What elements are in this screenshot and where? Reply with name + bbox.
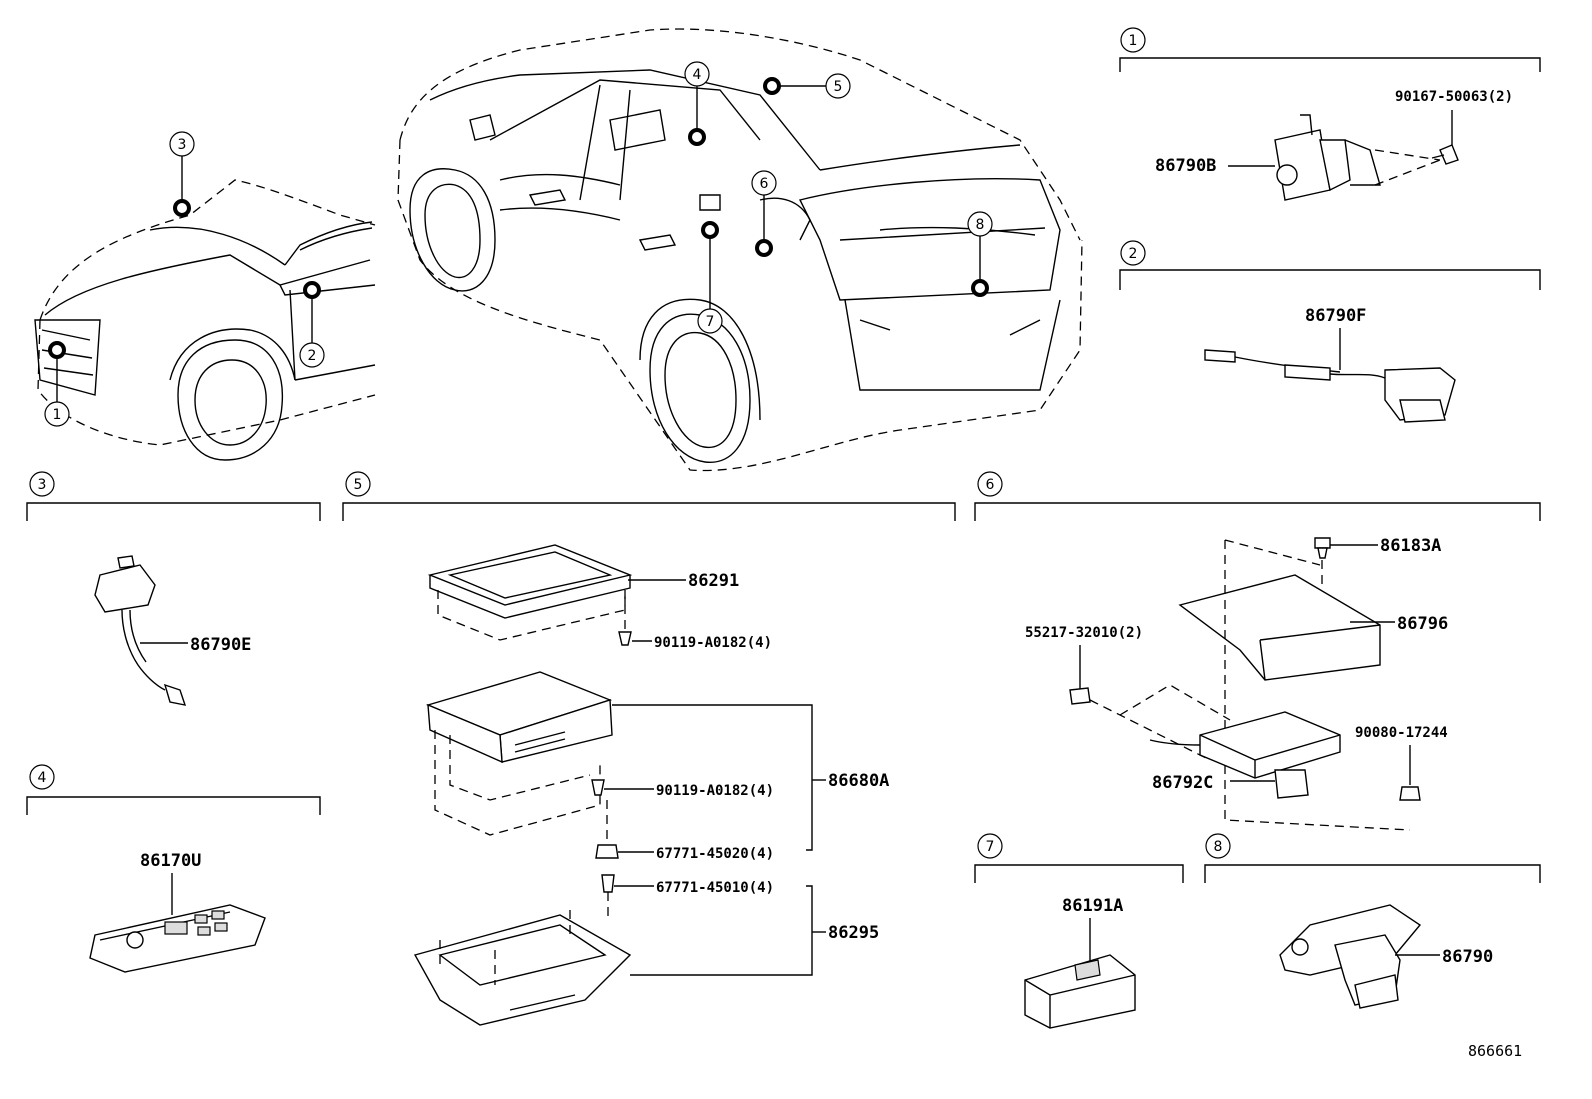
part-label-86790E: 86790E [190, 635, 251, 655]
screw-90119-A0182-upper [618, 590, 632, 646]
part-label-86170U: 86170U [140, 851, 201, 871]
section-7-number: 7 [986, 839, 995, 855]
part-label-86790: 86790 [1442, 947, 1493, 967]
locator-8-label: 8 [976, 217, 985, 233]
section-1-number: 1 [1129, 33, 1138, 49]
locator-8 [967, 211, 993, 237]
part-label-86790B: 86790B [1155, 156, 1216, 176]
part-label-86792C: 86792C [1152, 773, 1213, 793]
camera-86790F [1204, 349, 1456, 423]
section-4-number: 4 [38, 770, 47, 786]
locator-3 [169, 131, 195, 157]
locator-1-label: 1 [53, 407, 62, 423]
section-2-number: 2 [1129, 246, 1138, 262]
part-label-86680A: 86680A [828, 771, 889, 791]
section-4: 4 86170U [26, 764, 321, 973]
part-label-67771-45020: 67771-45020(4) [656, 846, 774, 862]
clip-67771-45010 [601, 874, 615, 920]
section-5-number: 5 [354, 477, 363, 493]
module-86796 [1178, 574, 1381, 681]
rear-locators: 4 5 6 7 8 [684, 61, 993, 334]
locator-6-label: 6 [760, 176, 769, 192]
front-vehicle-view [34, 179, 376, 461]
screw-90119-A0182-lower [591, 779, 605, 796]
locator-dot-1 [48, 341, 66, 359]
figure-number: 866661 [1468, 1042, 1522, 1060]
part-label-90119-A0182-lower: 90119-A0182(4) [656, 783, 774, 799]
frame-86291 [427, 544, 633, 619]
part-label-86291: 86291 [688, 571, 739, 591]
part-label-86191A: 86191A [1062, 896, 1123, 916]
section-8-number: 8 [1214, 839, 1223, 855]
locator-dot-3 [173, 199, 191, 217]
locator-dot-7 [701, 221, 719, 239]
section-7-marker [977, 833, 1003, 859]
section-3-marker [29, 471, 55, 497]
monitor-86680A [425, 671, 613, 764]
unit-86191A [1024, 954, 1136, 1029]
part-label-90167-50063: 90167-50063(2) [1395, 89, 1513, 105]
section-5: 5 86291 90119-A0182(4) 86680A [342, 471, 956, 1026]
camera-86790E [94, 555, 187, 706]
section-5-marker [345, 471, 371, 497]
section-1-marker [1120, 27, 1146, 53]
part-label-55217-32010: 55217-32010(2) [1025, 625, 1143, 641]
bolt-90167-50063 [1431, 110, 1459, 165]
locator-dot-6 [755, 239, 773, 257]
part-label-86183A: 86183A [1380, 536, 1441, 556]
locator-6 [751, 170, 777, 196]
section-3-number: 3 [38, 477, 47, 493]
cover-86295 [413, 914, 632, 1026]
locator-dot-4 [688, 128, 706, 146]
locator-4-label: 4 [693, 67, 702, 83]
nut-67771-45020 [595, 844, 619, 859]
locator-3-label: 3 [178, 137, 187, 153]
part-label-86790F: 86790F [1305, 306, 1366, 326]
locator-dot-8 [971, 279, 989, 297]
locator-dot-2 [303, 281, 321, 299]
section-3: 3 86790E [26, 471, 321, 706]
section-6-number: 6 [986, 477, 995, 493]
section-6: 6 86183A 86796 55217-32010(2) 86792C [974, 471, 1541, 831]
part-label-90119-A0182-upper: 90119-A0182(4) [654, 635, 772, 651]
part-label-67771-45010: 67771-45010(4) [656, 880, 774, 896]
section-6-marker [977, 471, 1003, 497]
section-1: 1 86790B 90167-50063(2) [1119, 27, 1541, 201]
camera-86790B [1274, 114, 1381, 201]
section-4-marker [29, 764, 55, 790]
rear-vehicle-view [397, 28, 1083, 472]
section-7: 7 86191A [974, 833, 1184, 1029]
section-8-marker [1205, 833, 1231, 859]
front-locators: 3 2 1 [44, 131, 325, 427]
clip-55217-32010 [1069, 687, 1091, 705]
ecu-86792C [1149, 711, 1341, 799]
locator-2 [299, 342, 325, 368]
locator-1 [44, 401, 70, 427]
locator-5-label: 5 [834, 79, 843, 95]
locator-2-label: 2 [308, 348, 317, 364]
part-label-86796: 86796 [1397, 614, 1448, 634]
locator-5 [825, 73, 851, 99]
nut-90080-17244 [1399, 786, 1421, 801]
locator-4 [684, 61, 710, 87]
camera-86790 [1279, 904, 1422, 1009]
locator-dot-5 [763, 77, 781, 95]
section-8: 8 86790 [1204, 833, 1541, 1009]
remote-86170U [89, 904, 266, 973]
section-2-marker [1120, 240, 1146, 266]
locator-7 [697, 308, 723, 334]
clip-86183A [1314, 537, 1331, 559]
locator-7-label: 7 [706, 314, 715, 330]
part-label-90080-17244: 90080-17244 [1355, 725, 1448, 741]
part-label-86295: 86295 [828, 923, 879, 943]
section-2: 2 86790F [1119, 240, 1541, 423]
